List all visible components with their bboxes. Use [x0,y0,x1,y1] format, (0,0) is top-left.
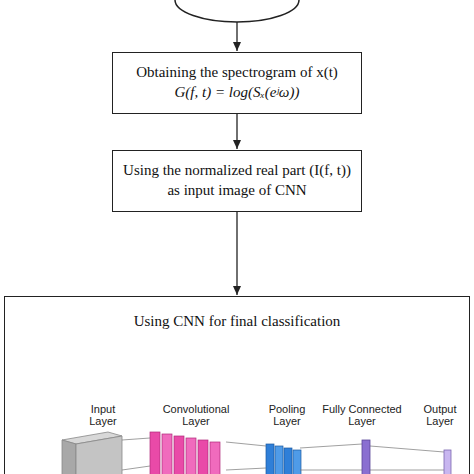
fully-connected-bar [362,440,370,474]
start-terminal [175,0,299,22]
layer-label: Input Layer [77,403,129,428]
box-text: Using CNN for final classification [15,311,459,331]
flow-arrow [236,212,237,295]
arrow-line [236,22,237,51]
pooling-layer-stack [266,444,301,474]
conv-layer-stack [150,432,220,474]
layer-label: Fully Connected Layer [313,403,411,428]
formula-text: G(f, t) = log(Sₓ(eʲω)) [123,82,351,102]
process-box: Obtaining the spectrogram of x(t)G(f, t)… [112,52,362,114]
cnn-stage-box: Using CNN for final classification [4,296,470,474]
layer-label: Convolutional Layer [153,403,239,428]
box-text: Using the normalized real part (I(f, t))… [123,160,351,201]
process-box: Using the normalized real part (I(f, t))… [112,150,362,212]
layer-label: Output Layer [414,403,466,428]
layer-label: Pooling Layer [261,403,313,428]
flow-arrow [236,114,237,149]
projection-lines [122,438,444,470]
input-layer-block [62,432,122,474]
box-text: Obtaining the spectrogram of x(t) [123,62,351,82]
output-bar [444,450,451,474]
